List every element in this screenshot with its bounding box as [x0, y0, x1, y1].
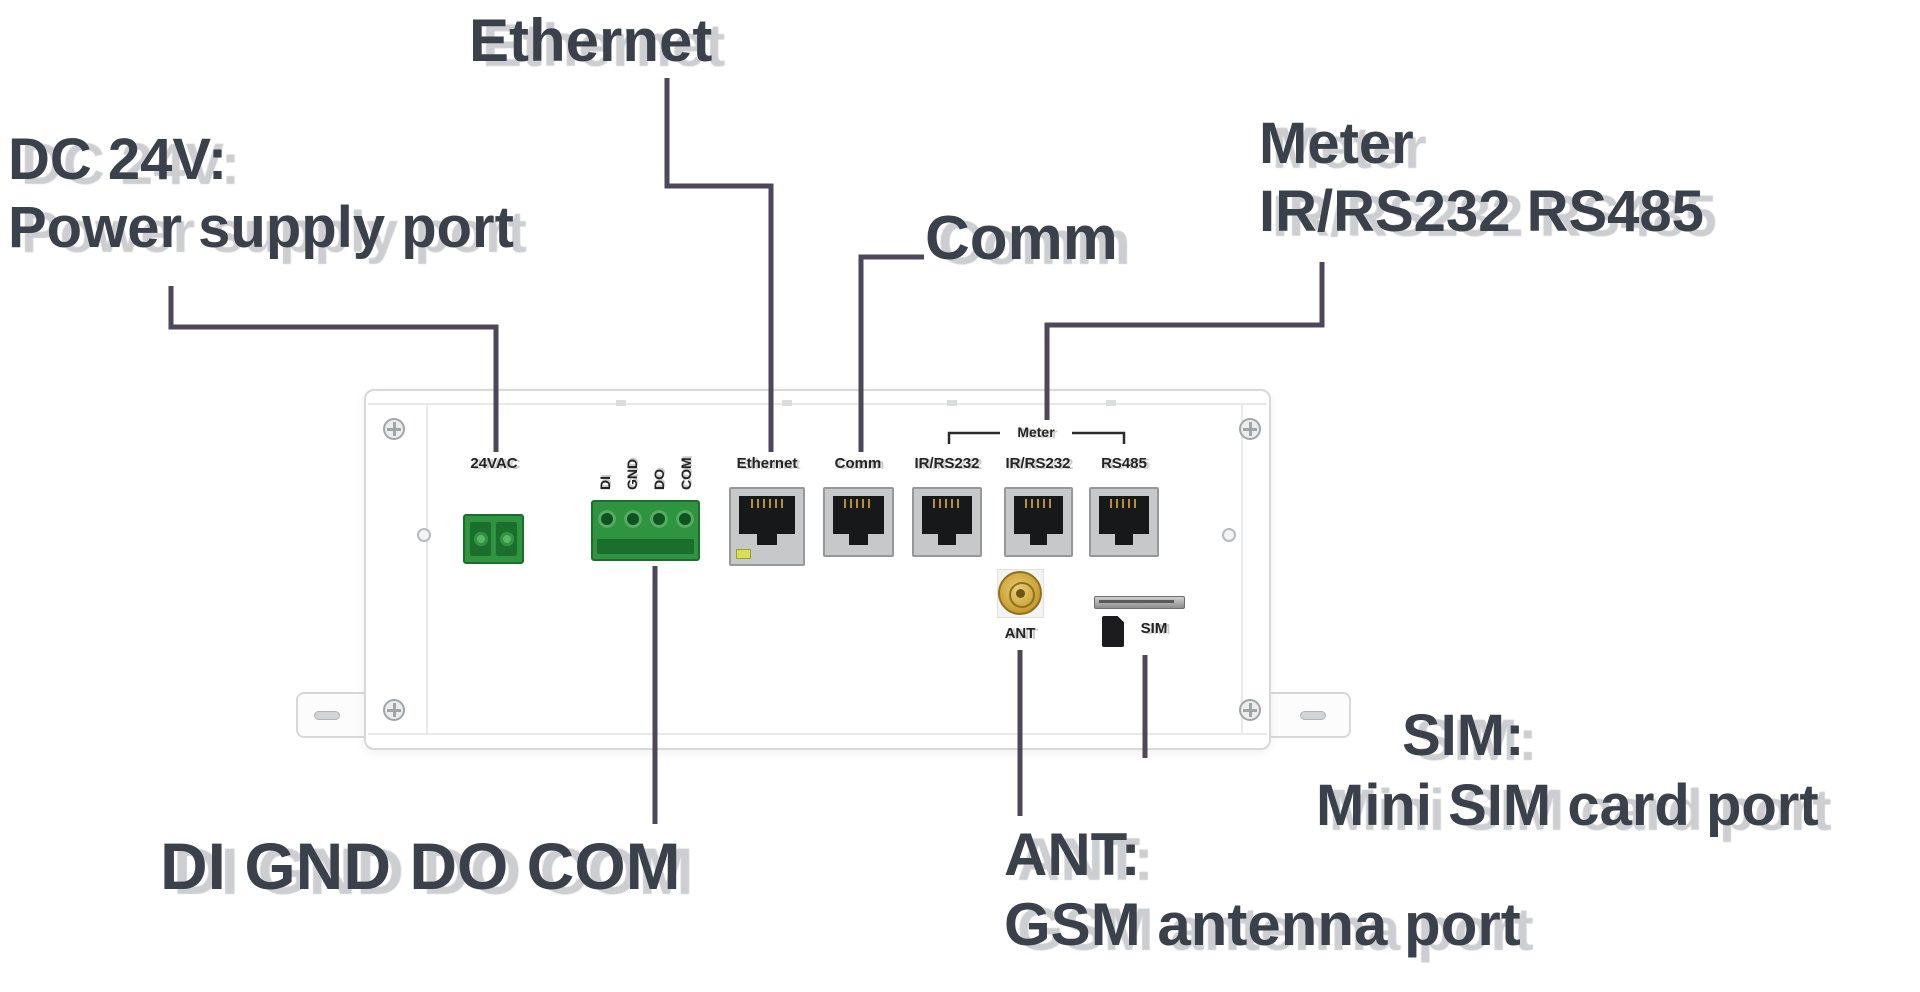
device-front-panel — [364, 389, 1271, 750]
label-meter-group: Meter — [1017, 424, 1055, 440]
terminal-screw — [598, 510, 616, 528]
panel-left-seam — [426, 405, 428, 733]
io-terminal-block — [591, 500, 700, 561]
ir-rs232-port-2 — [1004, 487, 1073, 557]
callout-meter: Meter IR/RS232 RS485 — [1259, 110, 1704, 246]
label-ir-rs232-1: IR/RS232 — [914, 455, 980, 472]
label-pin-do: DO — [651, 469, 667, 490]
label-comm-port: Comm — [834, 455, 882, 472]
side-hole-left — [417, 528, 431, 542]
callout-sim-line2: Mini SIM card port — [1316, 773, 1819, 838]
rj45-jack — [739, 496, 795, 545]
label-24vac: 24VAC — [470, 455, 518, 472]
callout-comm: Comm — [925, 204, 1118, 273]
vent-notch — [782, 400, 792, 406]
label-ethernet-port: Ethernet — [736, 455, 798, 472]
terminal-screw — [624, 510, 642, 528]
panel-right-seam — [1241, 405, 1243, 733]
callout-ant-line2: GSM antenna port — [1004, 891, 1521, 959]
sim-card-icon — [1102, 616, 1124, 647]
side-hole-right — [1222, 528, 1236, 542]
rj45-jack — [1014, 496, 1063, 545]
callout-power-line1: DC 24V: — [8, 127, 228, 192]
callout-ethernet: Ethernet — [469, 7, 713, 74]
vent-notch — [616, 400, 626, 406]
gsm-antenna-connector — [998, 571, 1042, 615]
power-terminal-pin — [470, 522, 491, 556]
terminal-screw — [650, 510, 668, 528]
label-pin-com: COM — [678, 457, 694, 490]
rj45-jack — [833, 496, 884, 545]
mounting-hole-left — [314, 711, 340, 720]
label-ir-rs232-2: IR/RS232 — [1005, 455, 1071, 472]
panel-bottom-seam — [368, 733, 1267, 735]
vent-notch — [947, 400, 957, 406]
rj45-jack — [1099, 496, 1149, 545]
callout-power-line2: Power supply port — [8, 194, 514, 260]
screw-bottom-left — [383, 699, 405, 721]
callout-di-terminal: DI GND DO COM — [160, 829, 681, 903]
callout-meter-line2: IR/RS232 RS485 — [1259, 178, 1704, 244]
ir-rs232-port-1 — [912, 487, 982, 557]
sim-card-slot — [1094, 596, 1185, 609]
label-pin-di: DI — [597, 476, 613, 490]
screw-top-left — [383, 418, 405, 440]
rj45-jack — [922, 496, 972, 545]
power-terminal-24vac — [463, 514, 524, 564]
vent-notch — [1106, 400, 1116, 406]
terminal-screw — [676, 510, 694, 528]
label-sim: SIM — [1140, 620, 1168, 637]
label-ant: ANT — [1004, 625, 1036, 642]
mounting-hole-right — [1300, 711, 1326, 720]
callout-meter-line1: Meter — [1259, 111, 1414, 176]
screw-bottom-right — [1239, 699, 1261, 721]
ethernet-led — [736, 549, 751, 559]
screw-top-right — [1239, 418, 1261, 440]
label-pin-gnd: GND — [624, 458, 640, 490]
ethernet-port — [729, 487, 805, 566]
label-rs485: RS485 — [1101, 455, 1147, 472]
callout-power: DC 24V: Power supply port — [8, 126, 514, 262]
callout-ant-line1: ANT: — [1004, 821, 1141, 888]
panel-top-seam — [368, 403, 1267, 405]
comm-port — [823, 487, 894, 557]
callout-sim-line1: SIM: — [1402, 703, 1525, 768]
rs485-port — [1089, 487, 1159, 557]
power-terminal-pin — [496, 522, 517, 556]
callout-ant: ANT: GSM antenna port — [1004, 820, 1521, 960]
